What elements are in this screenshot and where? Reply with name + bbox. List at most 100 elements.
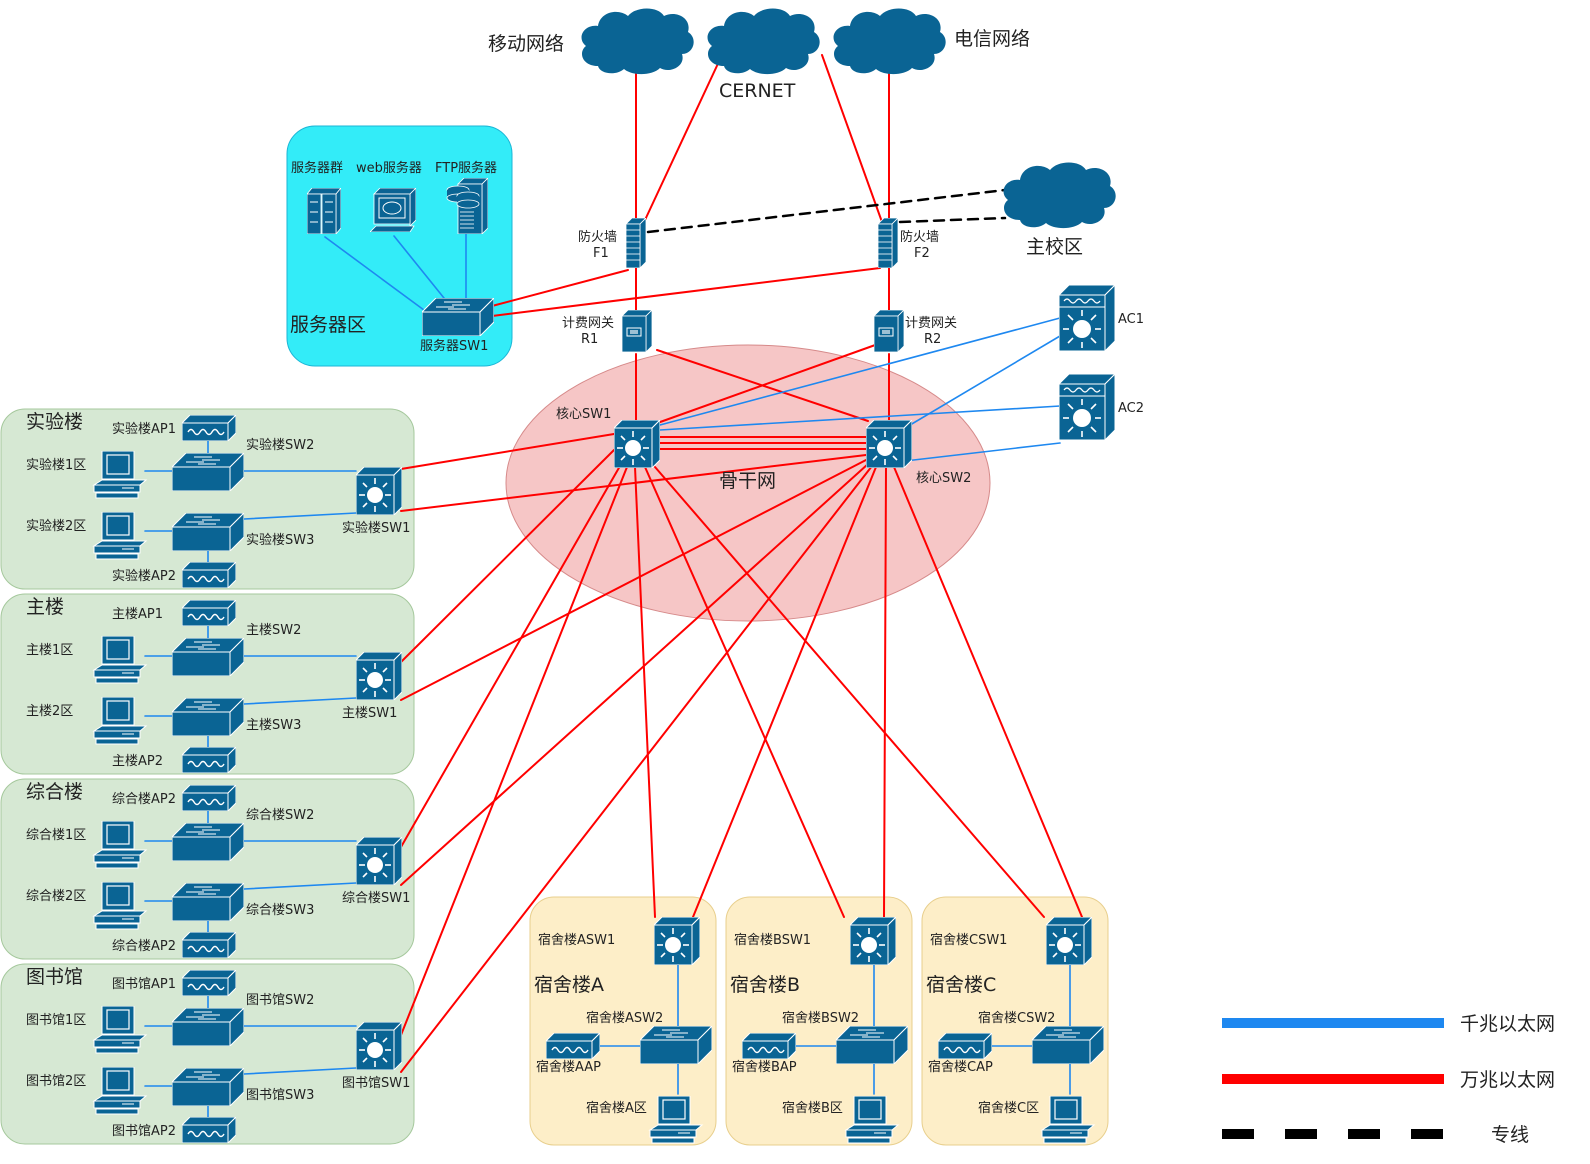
core-switch-icon-1[interactable] bbox=[614, 420, 660, 468]
access-point-icon[interactable] bbox=[182, 600, 236, 626]
backbone-title: 骨干网 bbox=[719, 470, 776, 492]
dorm-switch-icon-sw1[interactable] bbox=[1046, 917, 1092, 965]
link-core1-ac2 bbox=[659, 405, 1061, 431]
link-sw3-sw1-complex bbox=[243, 882, 357, 890]
access-point-icon[interactable] bbox=[182, 1117, 236, 1143]
link-r2-core1 bbox=[648, 343, 879, 427]
link-core1-dormc bbox=[654, 466, 1045, 918]
access-point-icon[interactable] bbox=[182, 970, 236, 996]
link-serversw-f1 bbox=[491, 269, 629, 307]
ap-bottom-label: 主楼AP2 bbox=[112, 754, 163, 769]
zone1-label: 实验楼1区 bbox=[26, 457, 86, 473]
building-library: 图书馆图书馆AP1图书馆SW2图书馆1区图书馆SW3图书馆2区图书馆AP2图书馆… bbox=[26, 966, 410, 1143]
access-point-icon[interactable] bbox=[938, 1033, 992, 1059]
building-title: 实验楼 bbox=[26, 411, 83, 433]
dorm-sw2-label: 宿舍楼ASW2 bbox=[586, 1010, 663, 1026]
switch-icon-sw2[interactable] bbox=[172, 453, 244, 491]
dorm-zone-label: 宿舍楼C区 bbox=[978, 1100, 1039, 1116]
dorm-switch-icon-sw1[interactable] bbox=[654, 917, 700, 965]
sw3-label: 综合楼SW3 bbox=[246, 903, 314, 918]
building-complex: 综合楼综合楼AP2综合楼SW2综合楼1区综合楼SW3综合楼2区综合楼AP2综合楼… bbox=[26, 781, 410, 958]
core-switch-icon-2[interactable] bbox=[866, 420, 912, 468]
server-zone-title: 服务器区 bbox=[290, 314, 366, 336]
sw3-label: 图书馆SW3 bbox=[246, 1088, 314, 1103]
switch-icon-sw3[interactable] bbox=[172, 513, 244, 551]
dorm-sw1-label: 宿舍楼ASW1 bbox=[538, 932, 615, 948]
access-point-icon[interactable] bbox=[182, 562, 236, 588]
link-core2-complex bbox=[400, 463, 869, 886]
gateway-icon-r1[interactable] bbox=[622, 310, 652, 352]
access-point-icon[interactable] bbox=[182, 415, 236, 441]
distribution-switch-icon-sw1[interactable] bbox=[356, 1022, 402, 1070]
link-core1-main bbox=[400, 449, 615, 663]
switch-icon-sw3[interactable] bbox=[172, 698, 244, 736]
dorm-sw1-label: 宿舍楼CSW1 bbox=[930, 932, 1007, 948]
dorm-switch-icon-sw2[interactable] bbox=[640, 1026, 712, 1064]
access-point-icon[interactable] bbox=[182, 932, 236, 958]
ap-top-label: 综合楼AP2 bbox=[112, 792, 176, 807]
server-cluster-label: 服务器群 bbox=[291, 160, 343, 176]
dorm-switch-icon-sw1[interactable] bbox=[850, 917, 896, 965]
access-point-icon[interactable] bbox=[546, 1033, 600, 1059]
distribution-switch-icon-sw1[interactable] bbox=[356, 837, 402, 885]
switch-icon-sw2[interactable] bbox=[172, 823, 244, 861]
firewall-f1-label: 防火墙 bbox=[578, 229, 617, 245]
ac2-label: AC2 bbox=[1118, 401, 1144, 416]
link-core2-ac1 bbox=[904, 335, 1061, 429]
dorm-sw1-label: 宿舍楼BSW1 bbox=[734, 932, 811, 948]
switch-icon-sw2[interactable] bbox=[172, 1008, 244, 1046]
access-point-icon[interactable] bbox=[182, 747, 236, 773]
gateway-r1-label: 计费网关 bbox=[562, 316, 614, 331]
dorm-switch-icon-sw2[interactable] bbox=[1032, 1026, 1104, 1064]
zone1-label: 主楼1区 bbox=[26, 643, 73, 658]
access-point-icon[interactable] bbox=[742, 1033, 796, 1059]
switch-icon-sw2[interactable] bbox=[172, 638, 244, 676]
cloud-label-mobile: 移动网络 bbox=[488, 33, 564, 55]
dorm-switch-icon-sw2[interactable] bbox=[836, 1026, 908, 1064]
ac-controller-icon-2[interactable] bbox=[1059, 374, 1115, 440]
legend-label-leased: 专线 bbox=[1491, 1124, 1529, 1146]
distribution-switch-icon-sw1[interactable] bbox=[356, 467, 402, 515]
ap-top-label: 主楼AP1 bbox=[112, 607, 163, 622]
link-core2-dormc bbox=[893, 466, 1083, 918]
link-f1-maincampus bbox=[646, 188, 1007, 234]
access-point-icon[interactable] bbox=[182, 785, 236, 811]
gateway-r2-label: 计费网关 bbox=[905, 316, 957, 331]
link-core1-ac1 bbox=[659, 317, 1061, 426]
building-main: 主楼主楼AP1主楼SW2主楼1区主楼SW3主楼2区主楼AP2主楼SW1 bbox=[26, 596, 402, 773]
server-cluster-icon[interactable] bbox=[307, 188, 341, 234]
dorm-ap-label: 宿舍楼BAP bbox=[732, 1059, 797, 1075]
dorm-sw2-label: 宿舍楼CSW2 bbox=[978, 1010, 1055, 1026]
link-serversw-f2 bbox=[491, 267, 881, 317]
link-core1-dorma bbox=[634, 466, 656, 918]
switch-icon-sw3[interactable] bbox=[172, 1068, 244, 1106]
cloud-label-telecom: 电信网络 bbox=[954, 28, 1030, 50]
cloud-label-main-campus: 主校区 bbox=[1026, 236, 1083, 258]
server-switch-icon[interactable] bbox=[422, 298, 494, 336]
dorm-zone-label: 宿舍楼A区 bbox=[586, 1100, 647, 1116]
link-core1-library bbox=[400, 466, 628, 1036]
sw3-label: 实验楼SW3 bbox=[246, 532, 314, 548]
dorm-ap-label: 宿舍楼AAP bbox=[536, 1059, 601, 1075]
ac-controller-icon-1[interactable] bbox=[1059, 285, 1115, 351]
legend: 千兆以太网 万兆以太网 专线 bbox=[1222, 1013, 1555, 1146]
gateway-icon-r2[interactable] bbox=[874, 310, 904, 352]
leased-links bbox=[646, 188, 1007, 234]
gateway-r2-id: R2 bbox=[924, 332, 941, 347]
switch-icon-sw3[interactable] bbox=[172, 883, 244, 921]
link-core1-lab bbox=[400, 433, 615, 470]
sw2-label: 主楼SW2 bbox=[246, 623, 301, 638]
dorm-sw2-label: 宿舍楼BSW2 bbox=[782, 1010, 859, 1026]
links-layer bbox=[144, 54, 1083, 1121]
distribution-switch-icon-sw1[interactable] bbox=[356, 652, 402, 700]
dorm-ap-label: 宿舍楼CAP bbox=[928, 1059, 993, 1075]
firewall-icon-f2[interactable] bbox=[878, 218, 898, 268]
backbone-zone bbox=[505, 344, 991, 622]
firewall-icon-f1[interactable] bbox=[626, 218, 646, 268]
core1-label: 核心SW1 bbox=[556, 407, 611, 422]
cloud-icon-main-campus bbox=[1003, 162, 1116, 229]
building-lab: 实验楼实验楼AP1实验楼SW2实验楼1区实验楼SW3实验楼2区实验楼AP2实验楼… bbox=[26, 411, 410, 588]
